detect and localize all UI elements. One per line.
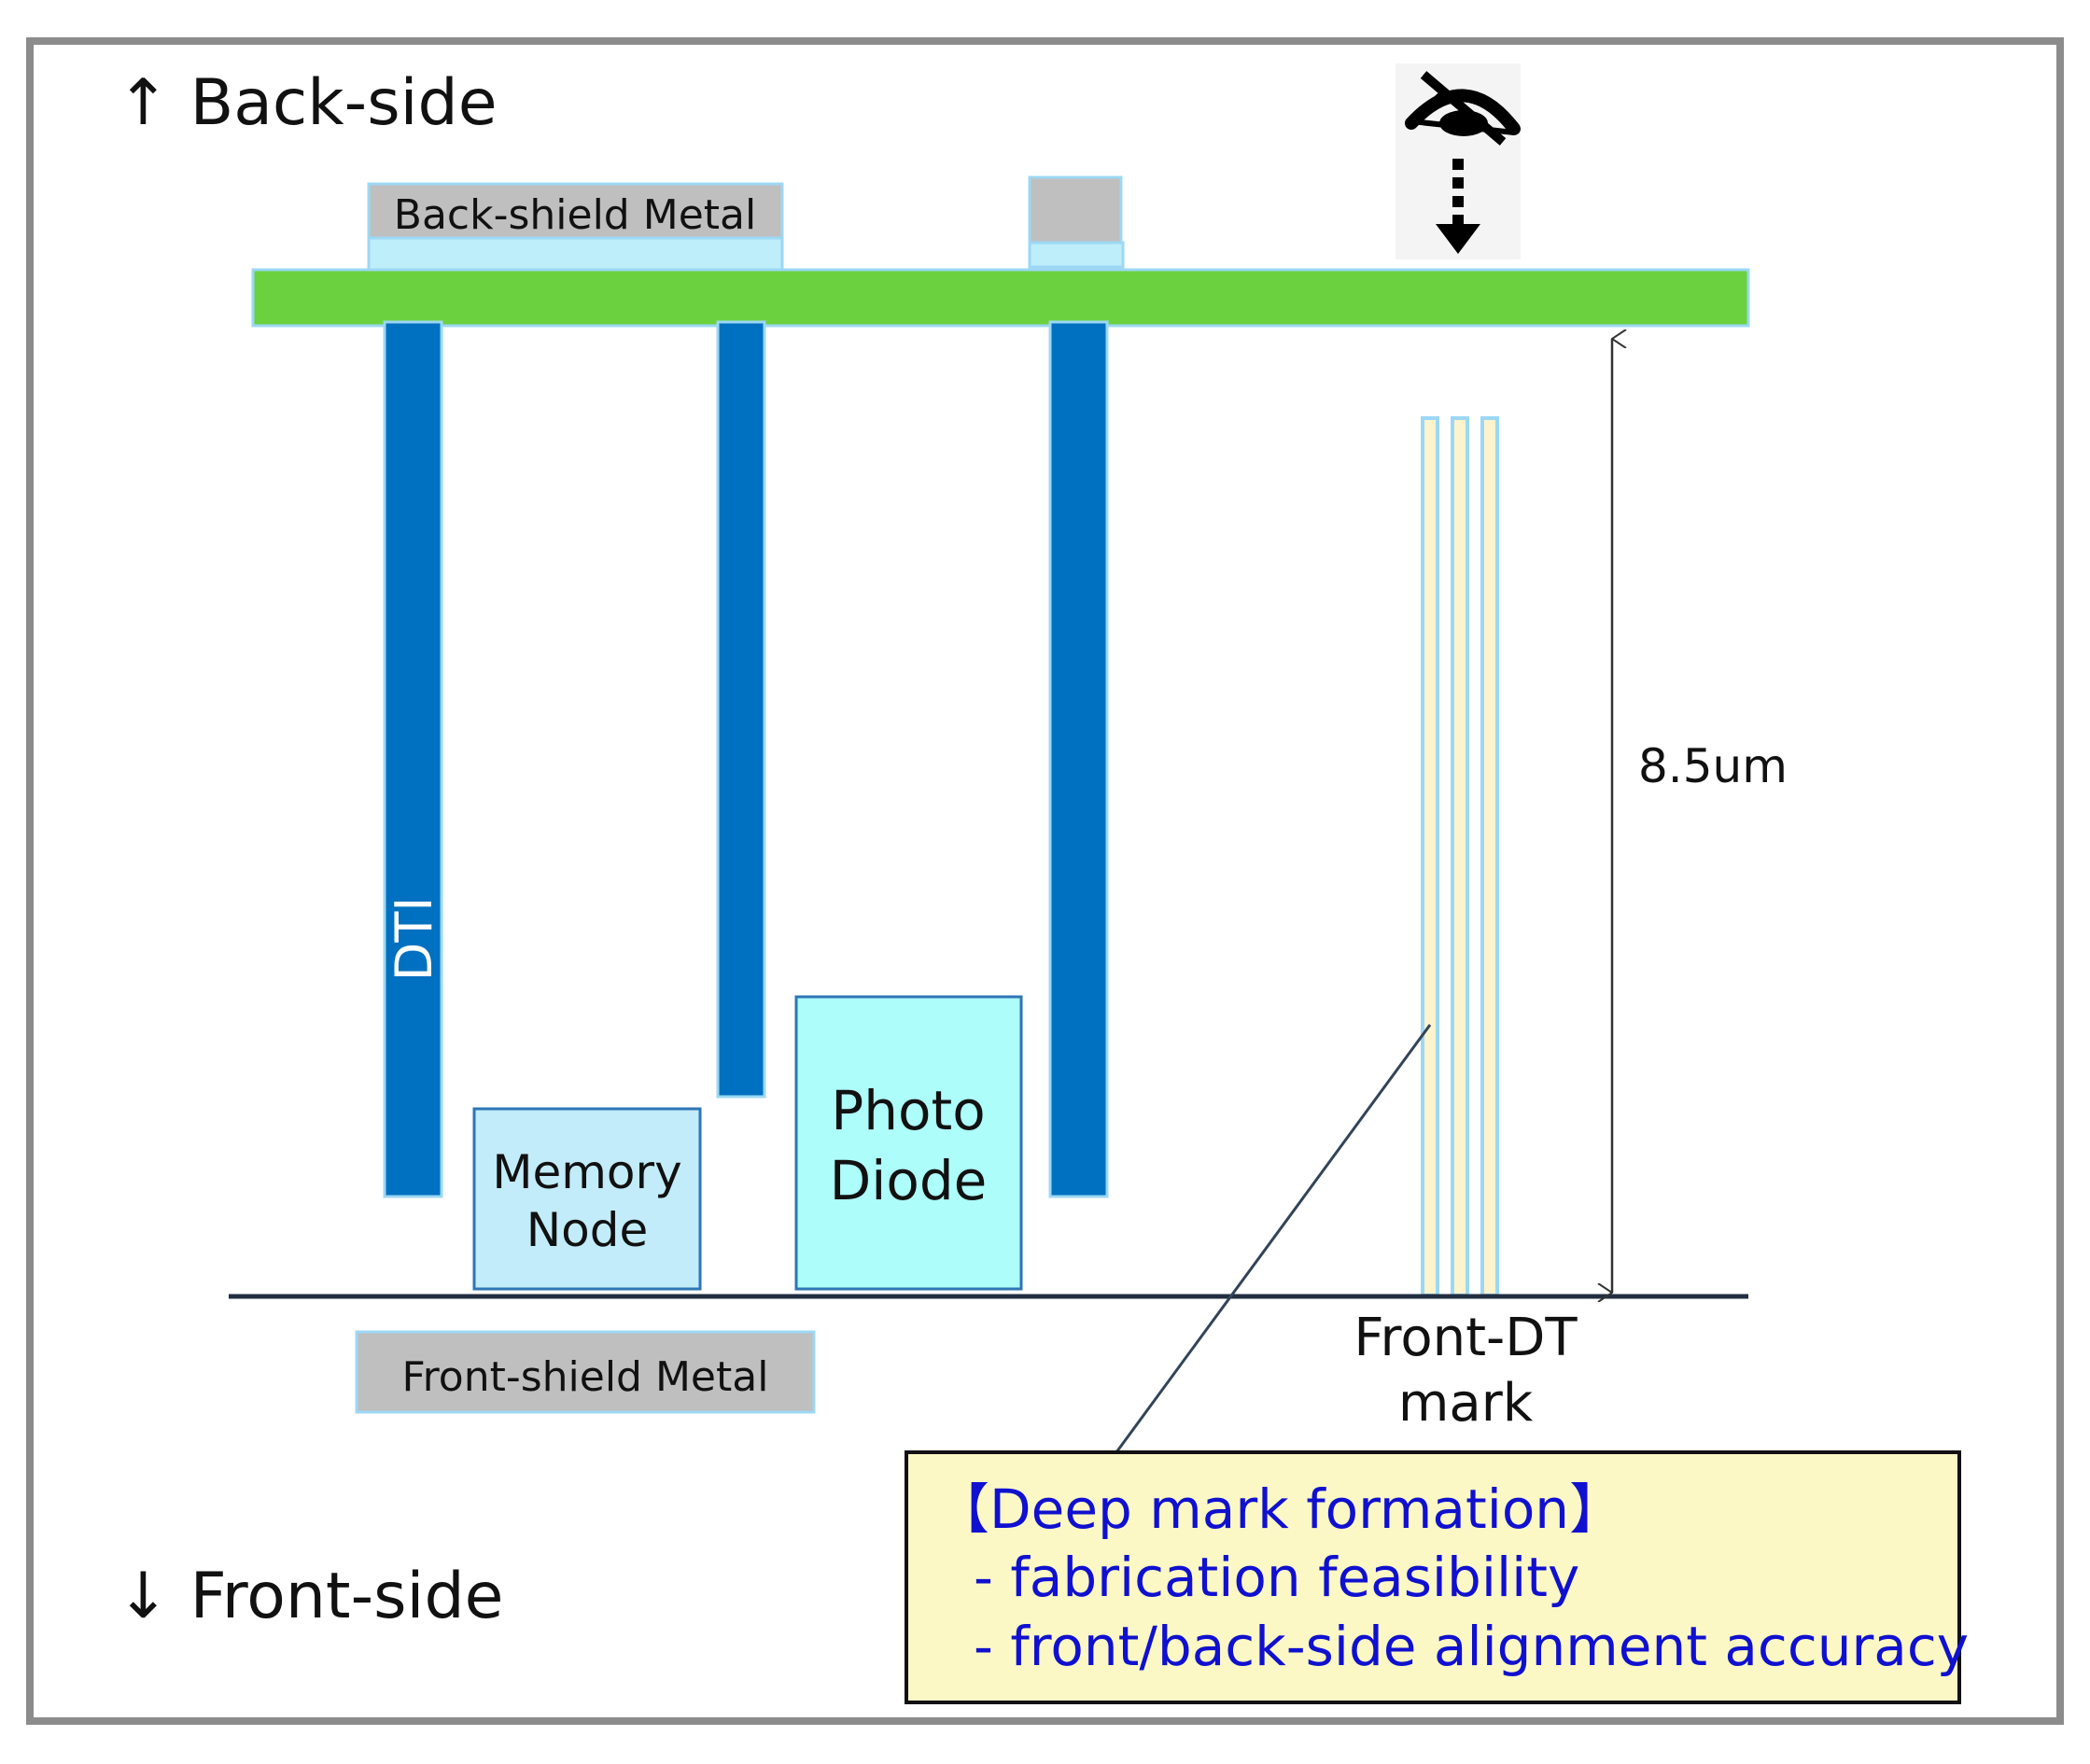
callout-box: 【Deep mark formation】 - fabrication feas…	[905, 1450, 1969, 1704]
dti-pillar-3	[1048, 320, 1109, 1198]
thickness-label: 8.5um	[1638, 739, 1788, 793]
memory-node-box	[472, 1107, 702, 1291]
back-shield-liner	[367, 236, 784, 272]
callout-item-1: - fabrication feasibility	[974, 1546, 1579, 1609]
photo-diode: Photo Diode	[794, 995, 1023, 1291]
front-dt-mark-label-line2: mark	[1398, 1373, 1534, 1434]
callout-leader-line	[1115, 1024, 1432, 1453]
front-side-label: ↓ Front-side	[117, 1560, 503, 1633]
front-dt-mark-label-line1: Front-DT	[1354, 1308, 1578, 1368]
photo-diode-label-line1: Photo	[831, 1079, 985, 1142]
back-side-label: ↑ Back-side	[117, 66, 498, 140]
dti-pillar-1	[383, 320, 443, 1198]
front-dt-trench-1	[1421, 416, 1439, 1297]
back-shield-metal: Back-shield Metal	[367, 182, 784, 272]
small-metal-block	[1028, 175, 1123, 245]
front-dt-trench-3	[1480, 416, 1499, 1297]
down-arrow-icon	[1436, 159, 1480, 254]
diagram-frame	[26, 37, 2064, 1725]
photo-diode-box	[794, 995, 1023, 1291]
photo-diode-label-line2: Diode	[830, 1149, 988, 1212]
front-dt-mark	[1421, 416, 1499, 1297]
callout-title: 【Deep mark formation】	[935, 1477, 1623, 1541]
memory-node: Memory Node	[472, 1107, 702, 1291]
eye-icon	[1396, 63, 1521, 259]
front-shield-metal: Front-shield Metal	[355, 1330, 816, 1414]
memory-node-label-line1: Memory	[492, 1145, 681, 1199]
callout-background	[905, 1450, 1961, 1704]
small-metal-liner	[1028, 241, 1125, 269]
callout-item-2: - front/back-side alignment accuracy	[974, 1615, 1969, 1678]
substrate-layer	[251, 268, 1750, 328]
dti-pillar-2	[716, 320, 766, 1099]
back-shield-metal-label: Back-shield Metal	[394, 191, 756, 239]
small-metal-pad	[1028, 175, 1125, 269]
front-shield-metal-label: Front-shield Metal	[402, 1353, 769, 1401]
front-shield-metal-block	[355, 1330, 816, 1414]
memory-node-label-line2: Node	[526, 1203, 649, 1257]
front-dt-trench-2	[1451, 416, 1469, 1297]
dti-label: DTI	[385, 897, 443, 982]
